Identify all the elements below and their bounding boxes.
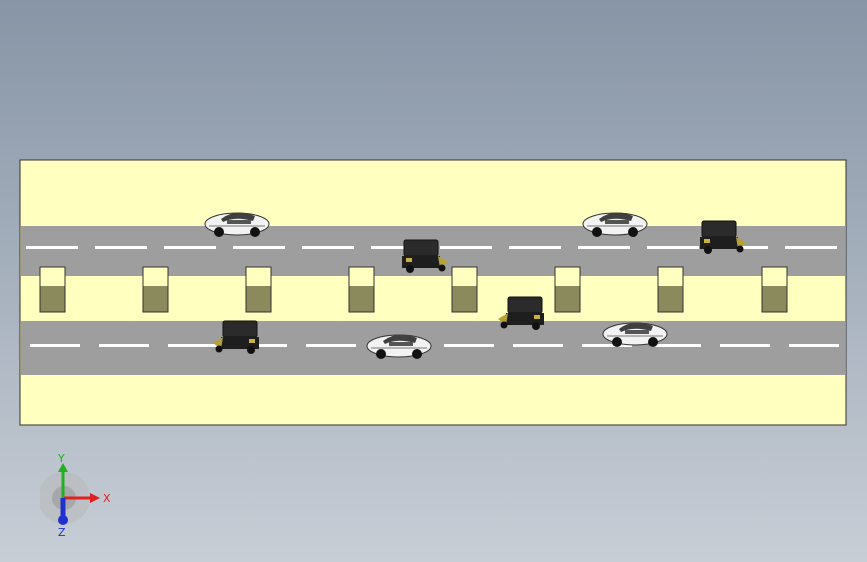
z-axis-head [58,515,68,525]
median-pillar[interactable] [39,266,66,313]
lane-dash [582,344,632,347]
lane-dash [237,344,287,347]
lane-dash [785,246,837,249]
median-pillar[interactable] [142,266,169,313]
sedan-car[interactable] [602,322,668,347]
z-axis-label: Z [58,526,66,539]
lane-dash [99,344,149,347]
lane-dash [720,344,770,347]
auto-rickshaw[interactable] [498,296,544,330]
auto-rickshaw[interactable] [213,320,259,354]
median-pillar[interactable] [245,266,272,313]
lane-dash [168,344,218,347]
lane-dash [509,246,561,249]
lane-dash [647,246,699,249]
coordinate-triad: Y X Z [38,450,120,540]
sedan-car[interactable] [366,334,432,359]
y-axis-label: Y [57,452,65,465]
auto-rickshaw[interactable] [700,220,746,254]
median-pillar[interactable] [451,266,478,313]
sedan-car[interactable] [204,212,270,237]
lane-dash [444,344,494,347]
auto-rickshaw[interactable] [402,239,448,273]
lane-dash [233,246,285,249]
lane-dash [95,246,147,249]
median-pillar[interactable] [348,266,375,313]
lane-dash [440,246,492,249]
lower-road[interactable] [21,321,845,375]
x-axis-label: X [103,492,111,505]
lane-dash [578,246,630,249]
vehicles [204,212,746,359]
lane-dash [302,246,354,249]
median-pillars [39,266,788,313]
lane-dash [164,246,216,249]
lane-dash [26,246,78,249]
lane-dash [306,344,356,347]
lane-dash [30,344,80,347]
sedan-car[interactable] [582,212,648,237]
lane-dash [651,344,701,347]
lane-dash [371,246,423,249]
lane-dash [513,344,563,347]
median-pillar[interactable] [761,266,788,313]
lane-dash [789,344,839,347]
x-axis-head [90,493,100,503]
y-axis-head [58,463,68,472]
median-pillar[interactable] [657,266,684,313]
median-pillar[interactable] [554,266,581,313]
